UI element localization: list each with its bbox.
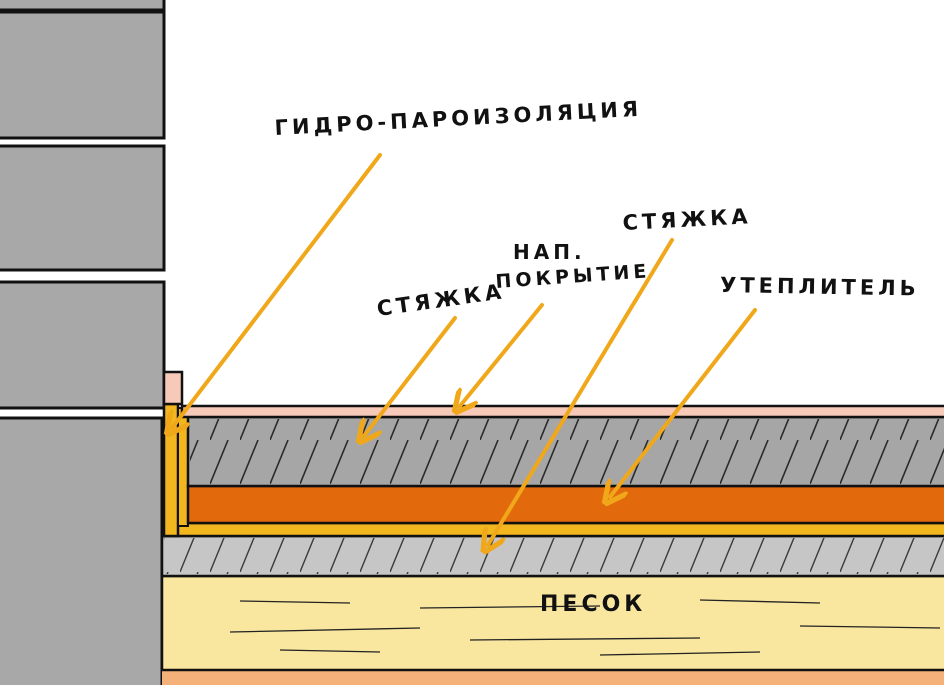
sand-layer xyxy=(160,574,944,672)
wall-block xyxy=(0,416,164,685)
arrow-screed-lower xyxy=(488,238,674,545)
label-floor-covering-line2: ПОКРЫТИЕ xyxy=(495,260,651,293)
label-screed-upper: СТЯЖКА xyxy=(375,279,506,321)
wall xyxy=(0,0,166,685)
arrow-floor-covering xyxy=(460,303,544,406)
edge-cap xyxy=(162,370,184,406)
insulation-layer xyxy=(186,484,944,525)
wall-block xyxy=(0,10,166,140)
arrow-screed-upper xyxy=(364,316,457,436)
lower-screed-hatch xyxy=(164,538,944,574)
label-sand: ПЕСОК xyxy=(540,592,646,617)
wall-block xyxy=(0,280,166,410)
label-waterproofing: ГИДРО-ПАРОИЗОЛЯЦИЯ xyxy=(274,97,643,140)
label-floor-covering-line1: НАП. xyxy=(513,240,586,264)
wall-block xyxy=(0,144,166,272)
label-insulation: УТЕПЛИТЕЛЬ xyxy=(720,273,920,300)
label-screed-lower: СТЯЖКА xyxy=(622,204,752,235)
leader-arrows xyxy=(172,153,757,545)
arrow-insulation xyxy=(610,308,757,497)
base-layer xyxy=(162,668,944,685)
screed-hatch xyxy=(190,419,944,484)
floor-covering-layer xyxy=(180,404,944,419)
arrow-waterproofing xyxy=(172,153,382,428)
wall-block xyxy=(0,0,166,12)
